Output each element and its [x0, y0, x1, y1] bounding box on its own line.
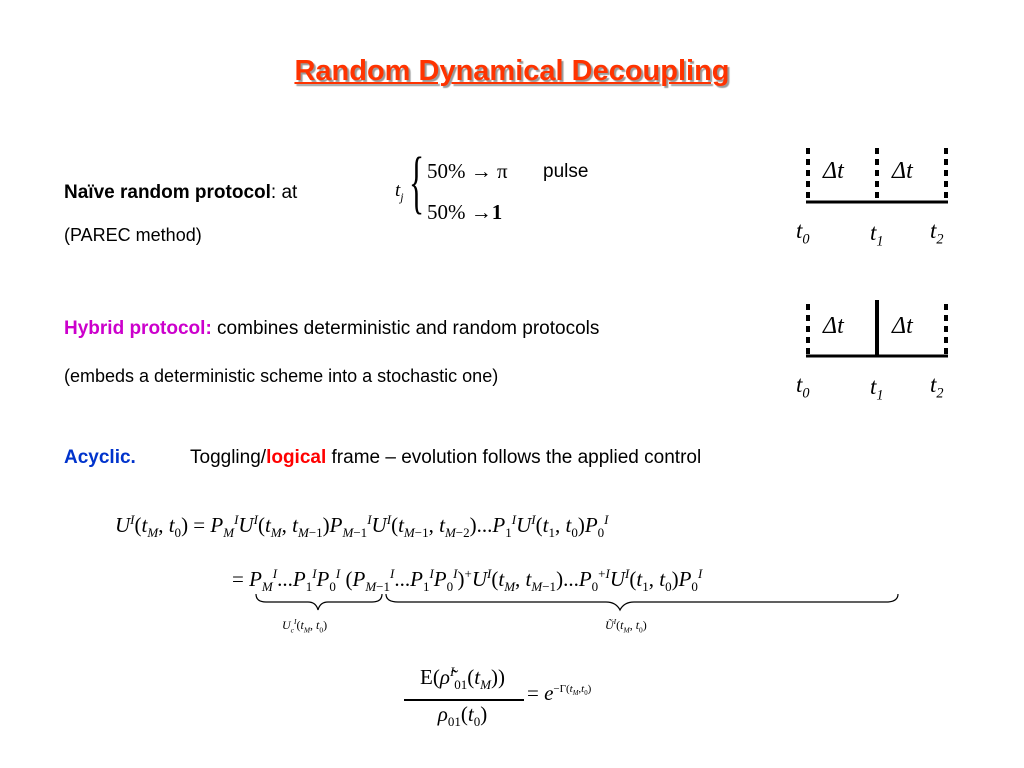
underbraces [255, 593, 899, 612]
timeline1-t1: t1 [870, 220, 884, 250]
hybrid-protocol-line: Hybrid protocol: combines deterministic … [64, 318, 599, 340]
label-utilde: ŨI(tM, t0) [605, 617, 647, 635]
toggling-frame-line: Toggling/logical frame – evolution follo… [190, 447, 702, 468]
tj-symbol: tj [395, 180, 404, 204]
timeline1-t2: t2 [930, 218, 944, 248]
fraction-rhs: = e−Γ(tM,t0) [527, 681, 592, 705]
hybrid-protocol-desc: combines deterministic and random protoc… [211, 318, 600, 339]
parec-label: (PAREC method) [64, 225, 202, 245]
underbrace-utilde [385, 593, 899, 612]
timeline-hybrid-diagram [806, 300, 948, 358]
case-pi-pulse: 50% → π [427, 159, 508, 183]
page-title: Random Dynamical Decoupling [294, 55, 730, 87]
timeline2-delta-2: Δt [892, 313, 913, 339]
fraction-bar [404, 699, 524, 701]
timeline-random-diagram [806, 148, 948, 204]
naive-protocol-title: Naïve random protocol [64, 182, 271, 203]
naive-at-text: : at [270, 182, 298, 203]
timeline1-t0: t0 [796, 218, 810, 248]
case-identity: 50% →1 [427, 200, 503, 224]
timeline2-t2: t2 [930, 372, 944, 402]
equation-propagator-product: UI(tM, t0) = PMIUI(tM, tM−1)PM−1IUI(tM−1… [115, 512, 609, 541]
underbrace-uc [255, 593, 383, 611]
logical-word: logical [266, 447, 327, 468]
embeds-label: (embeds a deterministic scheme into a st… [64, 366, 499, 386]
cases-brace: { [409, 144, 425, 221]
timeline2-t1: t1 [870, 374, 884, 404]
pulse-label: pulse [543, 161, 589, 182]
acyclic-title: Acyclic. [64, 447, 136, 468]
fraction-numerator: E(ρ̃I01(tM)) [420, 664, 505, 693]
timeline2-delta-1: Δt [823, 313, 844, 339]
hybrid-protocol-title: Hybrid protocol: [64, 318, 212, 339]
fraction-denominator: ρ01(t0) [437, 702, 488, 730]
label-uc: UcI(tM, t0) [282, 617, 328, 635]
timeline1-delta-2: Δt [892, 158, 913, 184]
timeline1-delta-1: Δt [823, 158, 844, 184]
timeline2-t0: t0 [796, 372, 810, 402]
equation-decomposition: = PMI...P1IP0I (PM−1I...P1IP0I)+UI(tM, t… [232, 566, 703, 595]
equation-coherence-decay: E(ρ̃I01(tM)) ρ01(t0) = e−Γ(tM,t0) [400, 664, 630, 734]
naive-protocol-line: Naïve random protocol: at [64, 182, 297, 204]
